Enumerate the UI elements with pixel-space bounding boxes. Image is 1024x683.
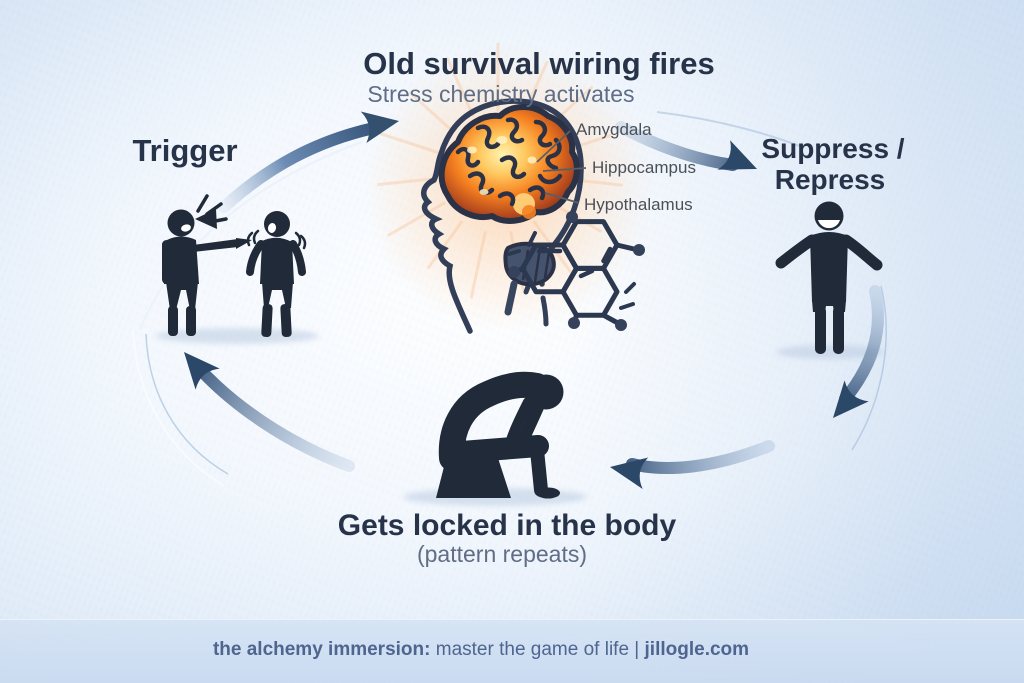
- shout-burst-icon: [195, 194, 228, 229]
- suppress-node-label-line1: Suppress /: [761, 133, 905, 164]
- slumped-person-icon: [436, 371, 564, 499]
- stress-molecule-icon: [507, 211, 645, 331]
- cycle-guide-arcs: [132, 111, 887, 487]
- suppress-node-label-line2: Repress: [774, 164, 886, 195]
- brain-label-leader-lines: [536, 130, 587, 204]
- locked-node-title: Gets locked in the body: [337, 509, 677, 542]
- footer-band: the alchemy immersion: master the game o…: [0, 619, 1024, 683]
- distressed-person-icon: [246, 211, 307, 338]
- brain-region-label-hypothalamus: Hypothalamus: [584, 195, 693, 214]
- cycle-arrow-to-locked-icon: [610, 440, 775, 490]
- trigger-node-label: Trigger: [132, 133, 238, 168]
- footer-tagline: master the game of life: [435, 639, 630, 660]
- angry-person-icon: [162, 194, 252, 336]
- footer-text: the alchemy immersion: master the game o…: [213, 639, 749, 661]
- top-node-subtitle: Stress chemistry activates: [367, 81, 635, 107]
- footer-separator: |: [634, 639, 640, 660]
- top-node-title: Old survival wiring fires: [363, 46, 715, 81]
- footer-brand: the alchemy immersion:: [212, 639, 431, 660]
- cycle-arrow-trigger-to-wiring-icon: [218, 111, 399, 213]
- footer-site-link[interactable]: jillogle.com: [644, 639, 750, 660]
- cycle-arrow-locked-to-trigger-icon: [184, 352, 355, 472]
- cycle-arrow-suppress-down-icon: [833, 285, 884, 418]
- fake-smile-person-icon: [775, 201, 883, 354]
- head-brain-icon: [421, 98, 587, 334]
- brain-region-label-amygdala: Amygdala: [576, 120, 652, 139]
- cycle-arrow-wiring-to-suppress-icon: [615, 121, 757, 171]
- locked-node-subtitle: (pattern repeats): [416, 541, 588, 567]
- brain-region-label-hippocampus: Hippocampus: [592, 158, 696, 177]
